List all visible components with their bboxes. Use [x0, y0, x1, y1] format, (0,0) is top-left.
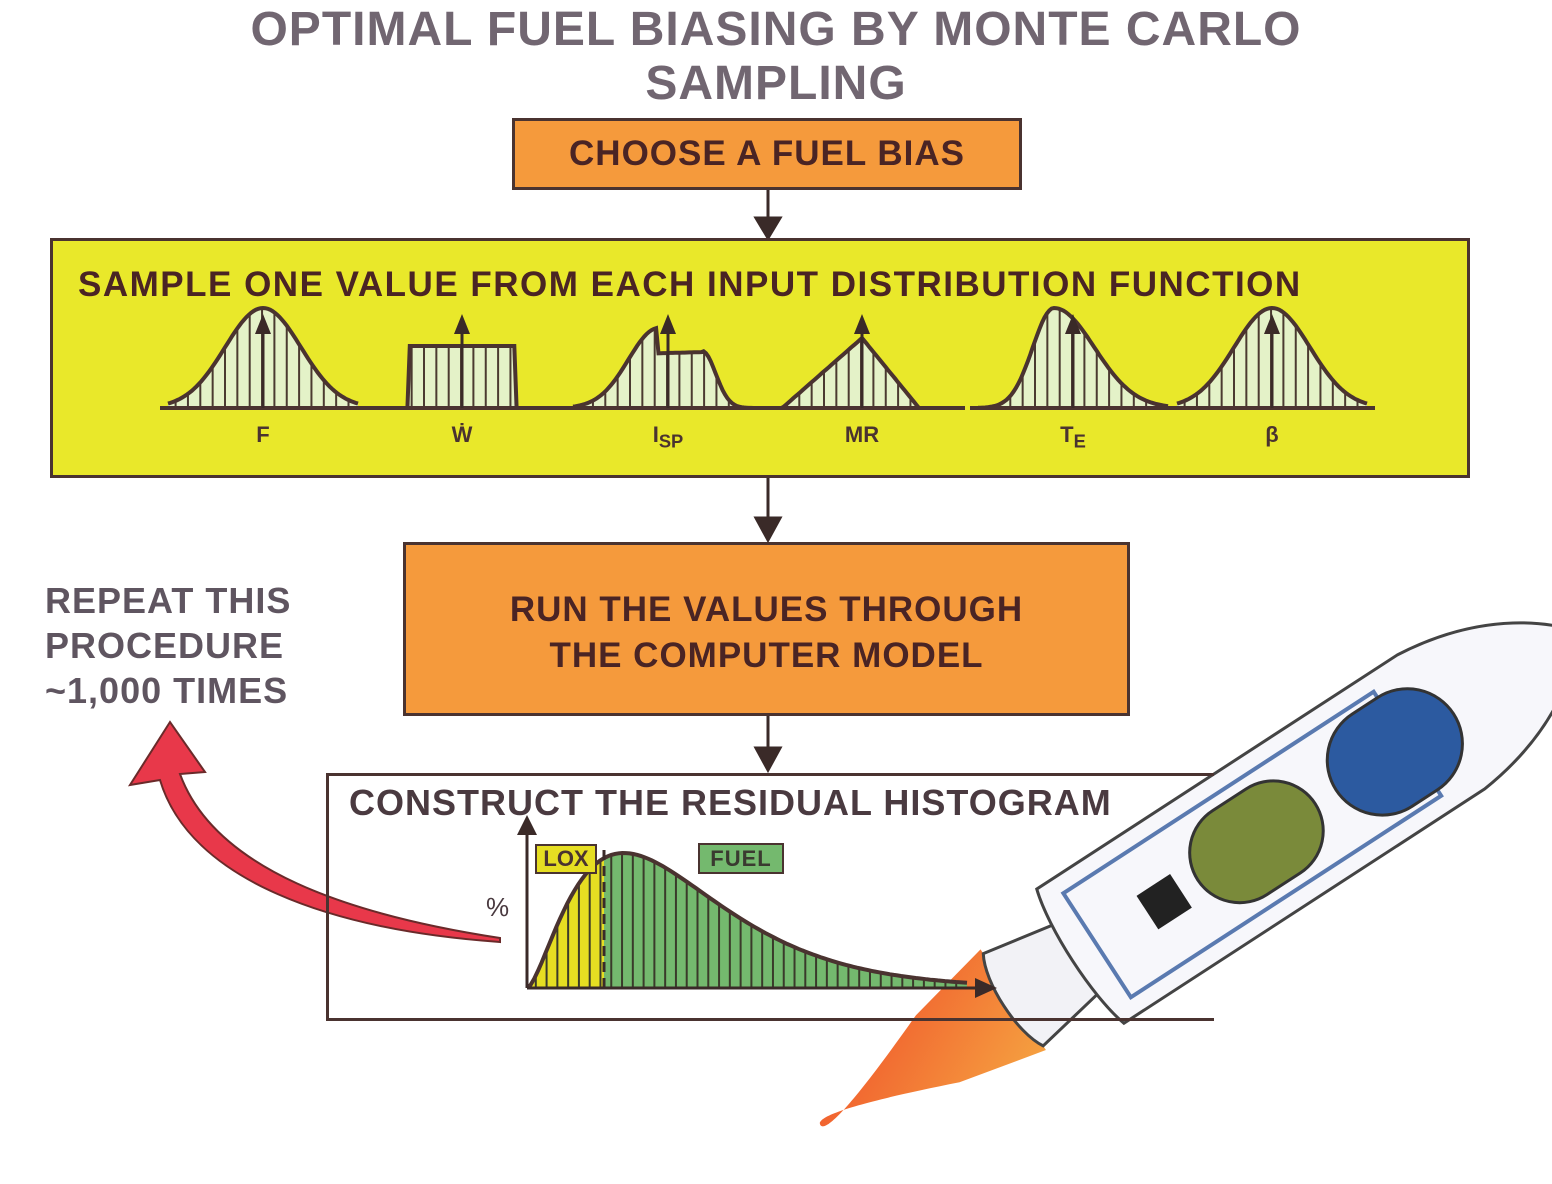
flow-arrows: [753, 190, 783, 774]
title-line1: OPTIMAL FUEL BIASING BY MONTE CARLO: [250, 3, 1302, 56]
distribution-curve: [1176, 305, 1368, 406]
sample-arrow-head-icon: [1065, 314, 1081, 334]
title-line2: SAMPLING: [645, 57, 907, 110]
distribution-curve: [167, 305, 359, 406]
y-axis-arrow-icon: [517, 815, 537, 835]
fuel-region: [604, 853, 967, 988]
distribution-label: ISP: [652, 422, 684, 452]
sample-arrow-head-icon: [454, 314, 470, 334]
distribution-0: [160, 305, 366, 410]
distribution-label: β: [1265, 422, 1279, 447]
distribution-2: [565, 314, 771, 410]
histogram-y-label: %: [486, 892, 511, 922]
sample-arrow-head-icon: [1264, 314, 1280, 334]
step-construct-label: CONSTRUCT THE RESIDUAL HISTOGRAM: [349, 782, 1112, 823]
fuel-label: FUEL: [698, 843, 784, 874]
repeat-line3: ~1,000 TIMES: [45, 670, 289, 711]
distribution-label: TE: [1060, 422, 1086, 452]
distribution-label: F: [256, 422, 270, 447]
step-run-line2: THE COMPUTER MODEL: [549, 636, 984, 675]
step-run-model: RUN THE VALUES THROUGH THE COMPUTER MODE…: [403, 542, 1130, 716]
distribution-5: [1169, 305, 1375, 410]
step-run-line1: RUN THE VALUES THROUGH: [509, 590, 1024, 629]
histogram-bars: [517, 815, 997, 998]
histogram-curve: [525, 850, 968, 990]
step-sample-label: SAMPLE ONE VALUE FROM EACH INPUT DISTRIB…: [78, 265, 1302, 304]
distribution-1: [359, 314, 565, 410]
sample-arrow-head-icon: [854, 314, 870, 334]
x-axis-arrow-icon: [975, 978, 997, 998]
step-choose-label: CHOOSE A FUEL BIAS: [569, 134, 965, 173]
distribution-label: MR: [844, 422, 880, 447]
distribution-3: [759, 314, 965, 410]
sample-arrow-head-icon: [660, 314, 676, 334]
distribution-subscript: SP: [658, 430, 684, 452]
repeat-line1: REPEAT THIS: [45, 580, 292, 621]
lox-label: LOX: [535, 844, 597, 874]
sample-arrow-head-icon: [255, 314, 271, 334]
step-choose-bias: CHOOSE A FUEL BIAS: [512, 118, 1022, 190]
step-construct-histogram: CONSTRUCT THE RESIDUAL HISTOGRAM: [326, 773, 1214, 1021]
rocket-illustration: [819, 621, 1552, 1127]
distribution-label: Ẇ: [451, 422, 473, 447]
distribution-4: [970, 305, 1176, 410]
repeat-line2: PROCEDURE: [45, 625, 285, 666]
repeat-arrow-icon: [127, 720, 501, 944]
distribution-subscript: E: [1073, 430, 1086, 452]
